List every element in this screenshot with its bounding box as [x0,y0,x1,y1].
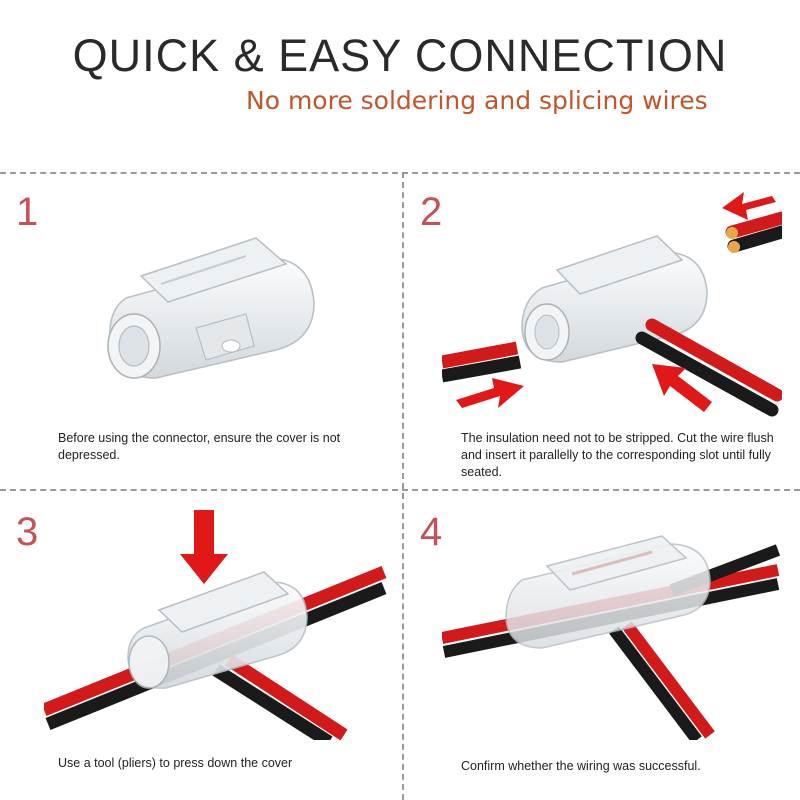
arrow-right-icon [456,378,524,408]
arrow-left-icon [722,192,776,220]
arrow-up-left-icon [652,364,712,412]
divider-vertical [402,172,404,800]
page-title: QUICK & EASY CONNECTION [72,30,728,81]
wire-red [725,211,782,239]
divider-top [0,172,800,174]
step-number: 4 [420,510,443,554]
step-number: 2 [420,190,443,234]
connector-illustration [107,237,315,379]
arrow-down-icon [180,510,228,584]
step-caption: Use a tool (pliers) to press down the co… [58,756,293,770]
step-caption: Before using the connector, ensure the c… [58,431,341,462]
divider-middle [0,489,800,491]
page-subtitle: No more soldering and splicing wires [246,86,708,115]
step-caption: Confirm whether the wiring was successfu… [461,759,701,773]
step-number: 3 [16,510,39,554]
wire-black [727,225,782,253]
step-caption: The insulation need not to be stripped. … [461,431,774,479]
step-number: 1 [16,190,39,234]
connector-wire-insert-illustration [442,192,782,417]
completed-connection-illustration [442,535,781,740]
press-cover-illustration [44,510,387,740]
